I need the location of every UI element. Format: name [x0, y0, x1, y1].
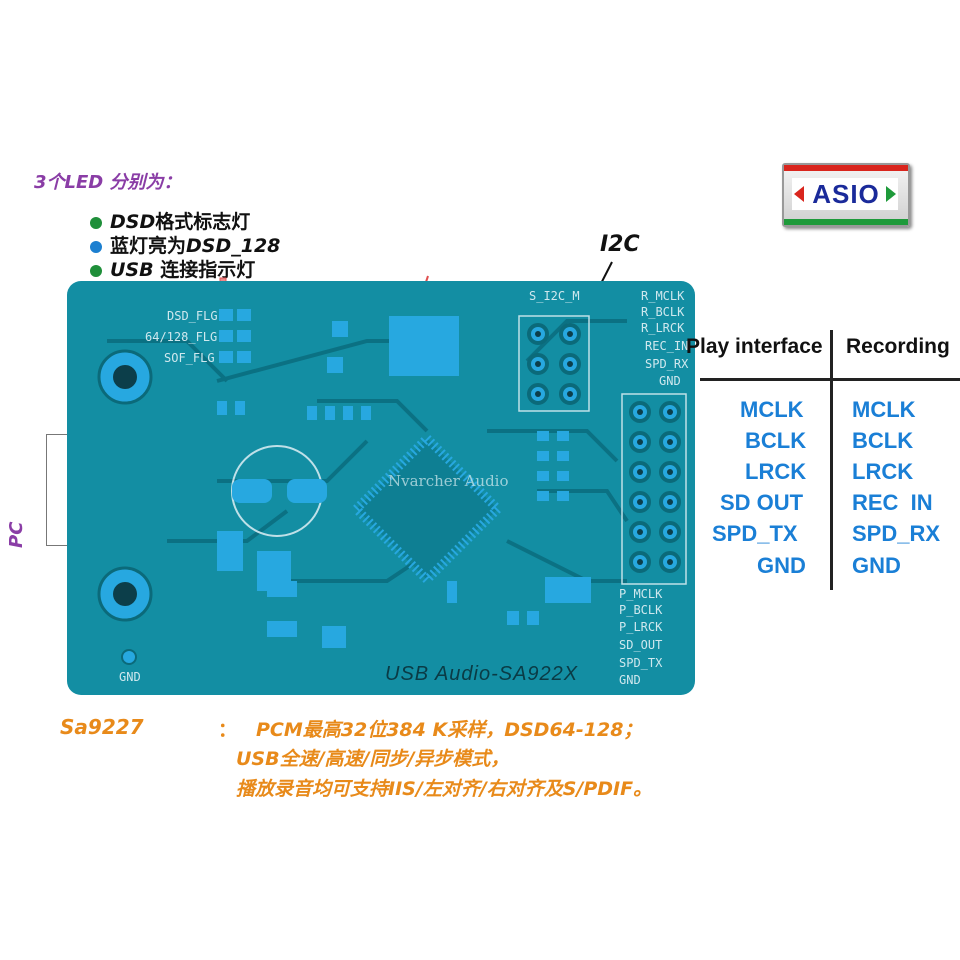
description-colon: ： — [218, 719, 238, 741]
i2c-label: I2C — [600, 232, 640, 257]
rec-mclk: MCLK — [852, 397, 916, 422]
board-name: USB Audio-SA922X — [385, 663, 579, 685]
led-legend-usb: USB 连接指示灯 — [90, 255, 255, 282]
arrow-right-icon — [886, 186, 896, 202]
play-bclk: BCLK — [745, 428, 807, 453]
blue-dot-icon — [90, 240, 102, 253]
table-header-play: Play interface — [686, 335, 823, 358]
play-spd-tx: SPD_TX — [712, 521, 798, 546]
led-dsd-bold: DSD — [110, 211, 156, 233]
silk-spd-rx: SPD_RX — [645, 357, 689, 371]
table-divider-vertical — [830, 330, 833, 590]
led-usb-rest: 连接指示灯 — [153, 259, 256, 281]
pc-label: PC — [6, 521, 27, 548]
silk-s-i2c-m: S_I2C_M — [529, 289, 580, 303]
silk-sof-flg: SOF_FLG — [164, 351, 215, 365]
rec-in: REC IN — [852, 490, 933, 515]
led-legend-title: 3个LED 分别为： — [34, 172, 182, 193]
silk-r-bclk: R_BCLK — [641, 305, 685, 319]
silk-sd-out: SD_OUT — [619, 638, 663, 652]
play-mclk: MCLK — [740, 397, 804, 422]
silk-gnd-rec: GND — [659, 374, 681, 388]
silk-p-lrck: P_LRCK — [619, 620, 663, 634]
asio-label: ASIO — [812, 179, 880, 209]
description-line2: USB全速/高速/同步/异步模式， — [236, 748, 510, 770]
rec-bclk: BCLK — [852, 428, 914, 453]
description-line1: PCM最高32位384 K采样，DSD64-128； — [256, 719, 643, 741]
silk-p-mclk: P_MCLK — [619, 587, 663, 601]
play-lrck: LRCK — [745, 459, 807, 484]
play-gnd: GND — [757, 553, 806, 578]
silk-dsd-flg: DSD_FLG — [167, 309, 218, 323]
chip-name: Sa9227 — [60, 715, 144, 739]
pcb-traces — [97, 315, 687, 665]
rec-spd-rx: SPD_RX — [852, 521, 941, 546]
rec-lrck: LRCK — [852, 459, 914, 484]
silk-p-bclk: P_BCLK — [619, 603, 663, 617]
arrow-left-icon — [794, 186, 804, 202]
silk-gnd: GND — [119, 670, 141, 684]
asio-badge: ASIO — [782, 163, 910, 227]
table-header-recording: Recording — [846, 335, 950, 358]
silk-gnd-play: GND — [619, 673, 641, 687]
green-dot-icon — [90, 216, 102, 229]
led-dsd-rest: 格式标志灯 — [155, 211, 251, 233]
rec-gnd: GND — [852, 553, 901, 578]
silk-r-mclk: R_MCLK — [641, 289, 685, 303]
description-line3: 播放录音均可支持IIS/左对齐/右对齐及S/PDIF。 — [236, 778, 653, 800]
green-dot-icon — [90, 264, 102, 277]
led-legend-dsd: DSD格式标志灯 — [90, 207, 250, 234]
led-legend-dsd128: 蓝灯亮为DSD_128 — [90, 231, 280, 258]
led-usb-bold: USB — [110, 259, 154, 281]
silk-r-lrck: R_LRCK — [641, 321, 685, 335]
silk-64-128-flg: 64/128_FLG — [145, 330, 218, 344]
watermark: Nvarcher Audio — [388, 472, 509, 490]
silk-rec-in: REC_IN — [645, 339, 689, 353]
silk-spd-tx: SPD_TX — [619, 656, 663, 670]
led-dsd128-prefix: 蓝灯亮为 — [110, 235, 187, 257]
led-dsd128-bold: DSD_128 — [186, 235, 281, 257]
pcb-board: DSD_FLG 64/128_FLG SOF_FLG S_I2C_M R_MCL… — [67, 281, 695, 695]
play-sd-out: SD OUT — [720, 490, 804, 515]
